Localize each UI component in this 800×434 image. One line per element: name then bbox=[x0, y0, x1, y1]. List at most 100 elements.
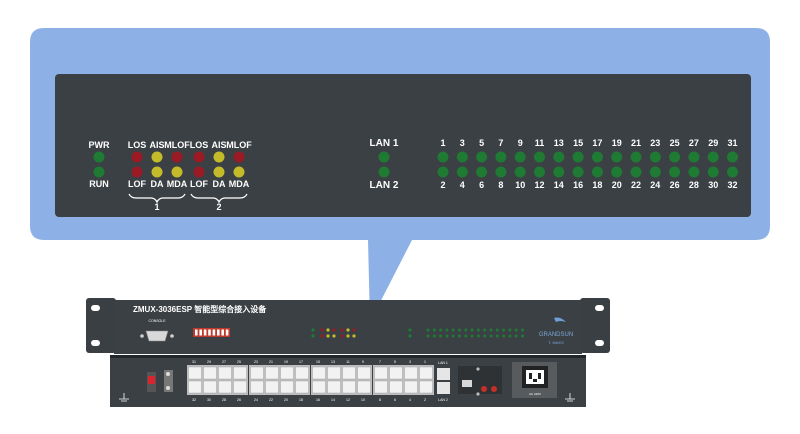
bnc-out[interactable] bbox=[491, 386, 497, 392]
e1-1-ais-label: AIS bbox=[149, 140, 164, 150]
rear-port-number: 9 bbox=[362, 360, 364, 364]
port-16-led bbox=[572, 166, 584, 178]
rear-port-number: 24 bbox=[254, 398, 258, 402]
rj45-port[interactable] bbox=[280, 380, 294, 394]
rj45-port[interactable] bbox=[218, 380, 232, 394]
mini-port-led bbox=[470, 334, 474, 338]
rj45-port[interactable] bbox=[233, 380, 247, 394]
rj45-port[interactable] bbox=[295, 366, 309, 380]
port-29-label: 29 bbox=[708, 138, 718, 148]
lan-port-1[interactable] bbox=[437, 368, 450, 380]
port-24-led bbox=[649, 166, 661, 178]
e1-group-2: LOS AIS MLOF LOF DA MDA 2 bbox=[190, 140, 253, 212]
e1-2-ais-label: AIS bbox=[211, 140, 226, 150]
port-9-led bbox=[514, 151, 526, 163]
rear-port-number: 18 bbox=[299, 398, 303, 402]
port-5-led bbox=[476, 151, 488, 163]
rj45-port[interactable] bbox=[265, 366, 279, 380]
rj45-port[interactable] bbox=[404, 366, 418, 380]
mini-port-led bbox=[508, 334, 512, 338]
port-13-label: 13 bbox=[554, 138, 564, 148]
mini-pwr-led bbox=[311, 328, 315, 332]
rear-port-number: 16 bbox=[316, 398, 320, 402]
rj45-port[interactable] bbox=[295, 380, 309, 394]
rj45-port[interactable] bbox=[419, 380, 433, 394]
port-23-label: 23 bbox=[650, 138, 660, 148]
port-5-label: 5 bbox=[479, 138, 484, 148]
port-11-label: 11 bbox=[535, 138, 545, 148]
rj45-port[interactable] bbox=[404, 380, 418, 394]
mini-port-led bbox=[489, 334, 493, 338]
rj45-port[interactable] bbox=[374, 366, 388, 380]
lan-port-2[interactable] bbox=[437, 382, 450, 394]
dip-key[interactable] bbox=[195, 329, 198, 336]
dip-key[interactable] bbox=[203, 329, 207, 336]
mini-port-led bbox=[445, 328, 449, 332]
mini-port-led bbox=[439, 334, 443, 338]
rj45-port[interactable] bbox=[374, 380, 388, 394]
port-30-led bbox=[707, 166, 719, 178]
rj45-port[interactable] bbox=[357, 380, 371, 394]
rj45-port[interactable] bbox=[357, 366, 371, 380]
port-18-led bbox=[591, 166, 603, 178]
rj45-port[interactable] bbox=[250, 380, 264, 394]
rj45-port[interactable] bbox=[188, 366, 202, 380]
port-17-led bbox=[591, 151, 603, 163]
power-inlet[interactable] bbox=[512, 362, 557, 398]
rj45-port[interactable] bbox=[389, 380, 403, 394]
port-31-led bbox=[727, 151, 738, 163]
port-4-led bbox=[456, 166, 468, 178]
lan1-label: LAN 1 bbox=[370, 138, 399, 149]
port-29-led bbox=[707, 151, 719, 163]
rj45-port[interactable] bbox=[203, 380, 217, 394]
rj45-port[interactable] bbox=[327, 380, 341, 394]
rj45-port[interactable] bbox=[312, 366, 326, 380]
bnc-in[interactable] bbox=[481, 386, 487, 392]
rear-port-number: 26 bbox=[237, 398, 241, 402]
port-19-led bbox=[611, 151, 623, 163]
port-8-led bbox=[495, 166, 507, 178]
rj45-port[interactable] bbox=[203, 366, 217, 380]
rear-port-number: 15 bbox=[316, 360, 320, 364]
rj45-port[interactable] bbox=[327, 366, 341, 380]
e1-2-da-label: DA bbox=[213, 179, 226, 189]
front-panel bbox=[114, 300, 582, 354]
dip-key[interactable] bbox=[217, 329, 220, 336]
rj45-port[interactable] bbox=[188, 380, 202, 394]
mini-run-led bbox=[311, 334, 315, 338]
dip-switch[interactable] bbox=[193, 328, 230, 337]
e1-1-id: 1 bbox=[154, 202, 159, 212]
dip-key[interactable] bbox=[199, 329, 202, 336]
rj45-port[interactable] bbox=[233, 366, 247, 380]
mini-e1-led bbox=[346, 328, 350, 332]
rear-port-number: 10 bbox=[361, 398, 365, 402]
dip-key[interactable] bbox=[212, 329, 216, 336]
rear-lan1-label: LAN 1 bbox=[438, 361, 448, 365]
rj45-port[interactable] bbox=[342, 366, 356, 380]
sfp-port[interactable] bbox=[462, 380, 472, 387]
rj45-port[interactable] bbox=[280, 366, 294, 380]
mini-port-led bbox=[514, 328, 518, 332]
rear-port-number: 22 bbox=[269, 398, 273, 402]
rj45-port[interactable] bbox=[419, 366, 433, 380]
rear-port-number: 31 bbox=[192, 360, 196, 364]
port-1-label: 1 bbox=[440, 138, 445, 148]
dip-key[interactable] bbox=[221, 329, 224, 336]
front-ear-left bbox=[86, 298, 116, 353]
e1-2-mlof-label: MLOF bbox=[226, 140, 252, 150]
dip-key[interactable] bbox=[208, 329, 211, 336]
rear-port-number: 30 bbox=[207, 398, 211, 402]
port-21-led bbox=[630, 151, 642, 163]
rj45-port[interactable] bbox=[342, 380, 356, 394]
rj45-port[interactable] bbox=[218, 366, 232, 380]
mount-hole bbox=[91, 305, 100, 311]
rj45-port[interactable] bbox=[389, 366, 403, 380]
rj45-port[interactable] bbox=[250, 366, 264, 380]
rj45-port[interactable] bbox=[312, 380, 326, 394]
rj45-port[interactable] bbox=[265, 380, 279, 394]
console-port[interactable] bbox=[145, 330, 169, 342]
mini-lan1-led bbox=[408, 328, 412, 332]
mini-lan2-led bbox=[408, 334, 412, 338]
power-switch[interactable] bbox=[147, 372, 156, 392]
dip-key[interactable] bbox=[225, 329, 229, 336]
